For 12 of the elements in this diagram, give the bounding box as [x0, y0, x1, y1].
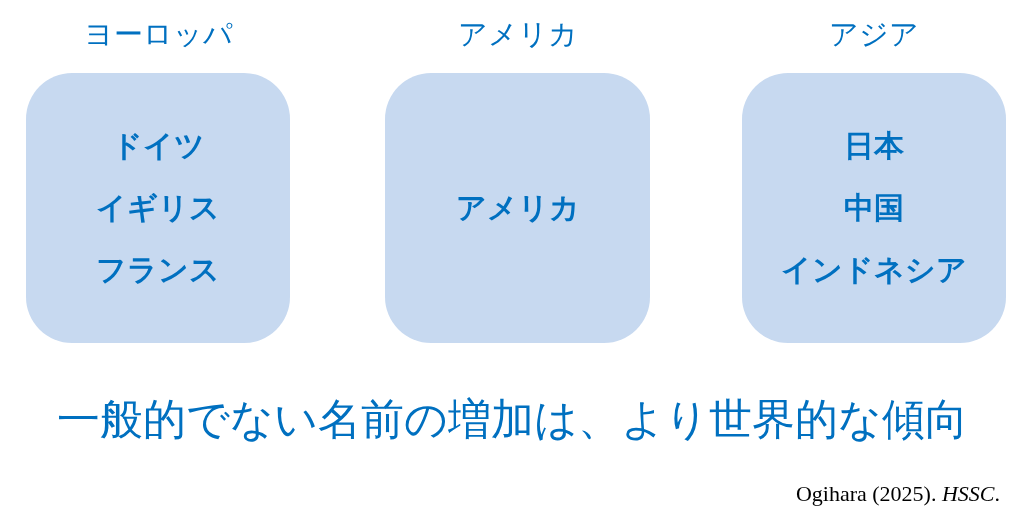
- country-name: インドネシア: [781, 252, 967, 288]
- caption-text: 一般的でない名前の増加は、より世界的な傾向: [56, 393, 968, 446]
- region-heading: アジア: [829, 16, 919, 52]
- country-name: 中国: [844, 190, 904, 226]
- region-heading: ヨーロッパ: [83, 16, 233, 52]
- country-name: 日本: [844, 128, 904, 164]
- region-heading: アメリカ: [457, 16, 578, 52]
- country-name: アメリカ: [455, 190, 580, 226]
- country-name: ドイツ: [111, 128, 205, 164]
- country-name: フランス: [96, 252, 220, 288]
- country-name: イギリス: [96, 190, 220, 226]
- source-citation: Ogihara (2025). HSSC.: [795, 480, 1000, 508]
